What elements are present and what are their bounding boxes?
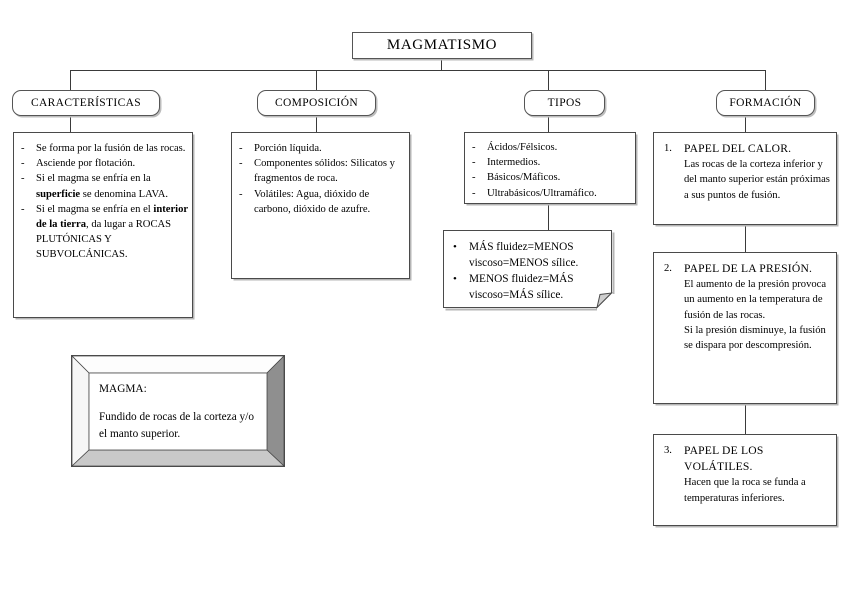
magma-text-area: MAGMA: Fundido de rocas de la corteza y/… xyxy=(89,373,267,450)
formacion-list-3: PAPEL DE LOS VOLÁTILES. Hacen que la roc… xyxy=(654,443,830,506)
category-label: COMPOSICIÓN xyxy=(274,97,359,109)
connector-formacion-box1-to-box2 xyxy=(745,225,746,252)
composicion-list: Porción líquida. Componentes sólidos: Si… xyxy=(232,141,403,217)
category-tipos[interactable]: TIPOS xyxy=(524,90,605,116)
formacion-list-1: PAPEL DEL CALOR. Las rocas de la corteza… xyxy=(654,141,830,203)
category-composicion[interactable]: COMPOSICIÓN xyxy=(257,90,376,116)
category-label: TIPOS xyxy=(547,97,582,109)
tipos-content-box: Ácidos/Félsicos. Intermedios. Básicos/Má… xyxy=(464,132,636,204)
list-item: Si el magma se enfría en la superficie s… xyxy=(14,171,188,201)
list-item: PAPEL DE LA PRESIÓN. El aumento de la pr… xyxy=(654,261,830,353)
connector-caracteristicas-to-list xyxy=(70,116,71,132)
connector-formacion-box2-to-box3 xyxy=(745,404,746,434)
bevel-shape xyxy=(71,355,285,467)
magma-definition: Fundido de rocas de la corteza y/o el ma… xyxy=(99,411,254,440)
category-label: FORMACIÓN xyxy=(729,97,802,109)
list-item: Porción líquida. xyxy=(232,141,403,156)
list-item: Se forma por la fusión de las rocas. xyxy=(14,141,188,156)
category-formacion[interactable]: FORMACIÓN xyxy=(716,90,815,116)
formacion-box-2: PAPEL DE LA PRESIÓN. El aumento de la pr… xyxy=(653,252,837,404)
page-title: MAGMATISMO xyxy=(386,37,498,53)
connector-title-to-bus xyxy=(441,58,442,71)
formacion-list-2: PAPEL DE LA PRESIÓN. El aumento de la pr… xyxy=(654,261,830,353)
connector-bus-to-formacion xyxy=(765,70,766,90)
item-body: Las rocas de la corteza inferior y del m… xyxy=(684,159,830,201)
connector-tipos-list-to-note xyxy=(548,204,549,230)
connector-bus-to-tipos xyxy=(548,70,549,90)
list-item: MENOS fluidez=MÁS viscoso=MÁS sílice. xyxy=(443,271,606,303)
viscosidad-list: MÁS fluidez=MENOS viscoso=MENOS sílice. … xyxy=(443,239,606,303)
title-box: MAGMATISMO xyxy=(352,32,532,59)
connector-formacion-to-box1 xyxy=(745,116,746,132)
connector-bus-horizontal xyxy=(70,70,766,71)
item-body: Hacen que la roca se funda a temperatura… xyxy=(684,477,806,504)
category-label: CARACTERÍSTICAS xyxy=(30,97,142,109)
list-item: Componentes sólidos: Silicatos y fragmen… xyxy=(232,156,403,186)
composicion-content-box: Porción líquida. Componentes sólidos: Si… xyxy=(231,132,410,279)
caracteristicas-content-box: Se forma por la fusión de las rocas. Asc… xyxy=(13,132,193,318)
list-item: PAPEL DEL CALOR. Las rocas de la corteza… xyxy=(654,141,830,203)
formacion-box-1: PAPEL DEL CALOR. Las rocas de la corteza… xyxy=(653,132,837,225)
magma-term: MAGMA: xyxy=(99,383,147,395)
list-item: Ultrabásicos/Ultramáfico. xyxy=(465,186,631,201)
item-heading: PAPEL DE LOS VOLÁTILES. xyxy=(684,444,764,474)
list-item: Ácidos/Félsicos. xyxy=(465,140,631,155)
list-item: Básicos/Máficos. xyxy=(465,170,631,185)
list-item: PAPEL DE LOS VOLÁTILES. Hacen que la roc… xyxy=(654,443,830,506)
list-item: Asciende por flotación. xyxy=(14,156,188,171)
connector-tipos-to-list xyxy=(548,116,549,132)
tipos-list: Ácidos/Félsicos. Intermedios. Básicos/Má… xyxy=(465,140,631,201)
list-item: Intermedios. xyxy=(465,155,631,170)
connector-bus-to-caracteristicas xyxy=(70,70,71,90)
list-item: Volátiles: Agua, dióxido de carbono, dió… xyxy=(232,187,403,217)
caracteristicas-list: Se forma por la fusión de las rocas. Asc… xyxy=(14,141,188,263)
item-heading: PAPEL DEL CALOR. xyxy=(684,142,792,155)
connector-bus-to-composicion xyxy=(316,70,317,90)
category-caracteristicas[interactable]: CARACTERÍSTICAS xyxy=(12,90,160,116)
list-item: Si el magma se enfría en el interior de … xyxy=(14,202,188,263)
item-body: El aumento de la presión provoca un aume… xyxy=(684,279,827,352)
list-item: MÁS fluidez=MENOS viscoso=MENOS sílice. xyxy=(443,239,606,271)
item-heading: PAPEL DE LA PRESIÓN. xyxy=(684,262,813,275)
magma-definition-frame: MAGMA: Fundido de rocas de la corteza y/… xyxy=(71,355,285,467)
formacion-box-3: PAPEL DE LOS VOLÁTILES. Hacen que la roc… xyxy=(653,434,837,526)
viscosidad-note: MÁS fluidez=MENOS viscoso=MENOS sílice. … xyxy=(443,230,615,311)
connector-composicion-to-list xyxy=(316,116,317,132)
